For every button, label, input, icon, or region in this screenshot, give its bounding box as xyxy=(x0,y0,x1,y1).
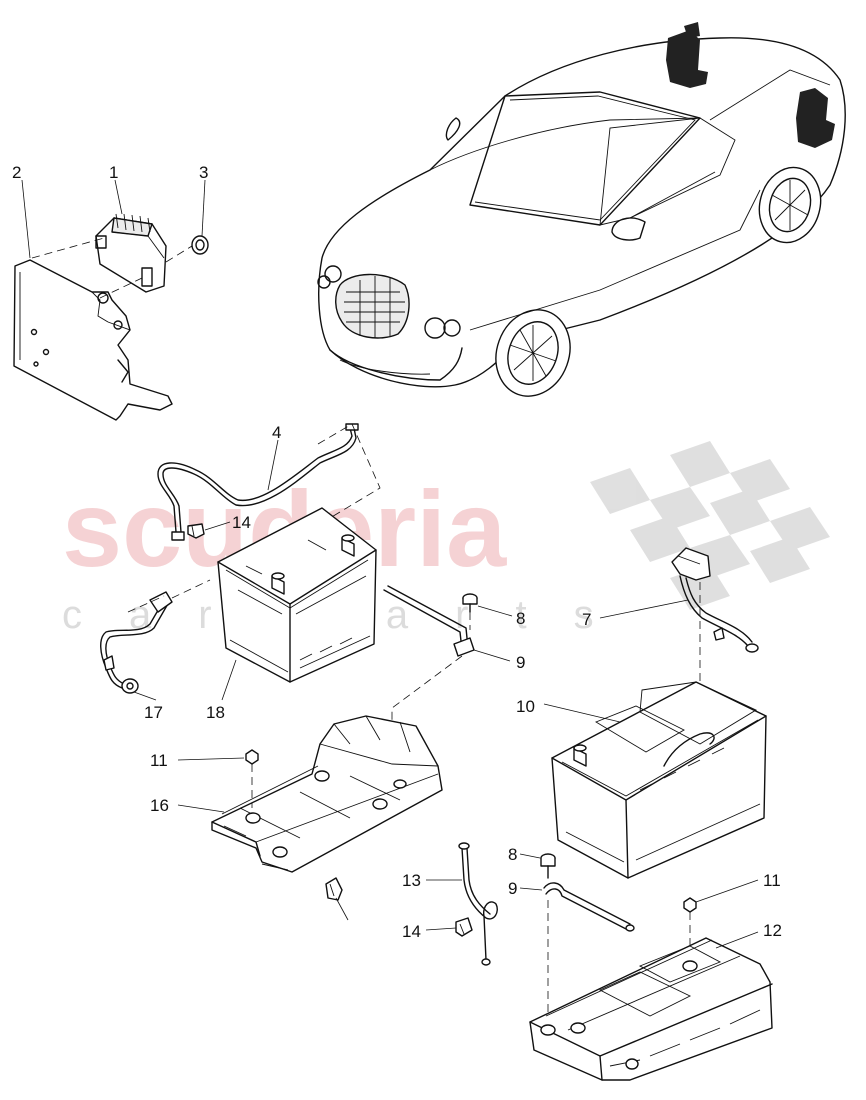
callout-2: 2 xyxy=(12,163,21,182)
callout-16: 17 xyxy=(144,703,163,722)
callout-1: 1 xyxy=(109,163,118,182)
callout-8-bottom: 8 xyxy=(508,845,517,864)
clip-part-14-bottom xyxy=(455,917,473,937)
cable-part-13 xyxy=(458,842,498,966)
cable-part-4 xyxy=(157,423,359,541)
battery-tray-part-15 xyxy=(211,715,443,873)
callout-8-top: 8 xyxy=(516,609,525,628)
callout-15: 16 xyxy=(150,796,169,815)
callout-14-top: 14 xyxy=(232,513,251,532)
control-unit-part-1 xyxy=(95,213,167,293)
callout-4: 4 xyxy=(272,423,281,442)
clip-part-18 xyxy=(325,877,343,901)
bolt-part-8-bottom xyxy=(540,853,556,879)
battery-part-17 xyxy=(217,507,377,683)
callout-12: 12 xyxy=(763,921,782,940)
hold-down-part-9-bottom xyxy=(543,882,635,932)
leader-lines xyxy=(21,179,759,949)
callout-3: 3 xyxy=(199,163,208,182)
callout-11-top: 11 xyxy=(150,751,168,770)
battery-location-rear xyxy=(796,88,835,148)
car-grille xyxy=(335,273,410,339)
nut-part-11-bottom xyxy=(683,897,697,913)
car-illustration xyxy=(317,22,846,397)
hold-down-part-9-top xyxy=(383,585,475,657)
ground-cable-part-16 xyxy=(100,591,173,694)
callout-17: 18 xyxy=(206,703,225,722)
rear-wheel xyxy=(758,166,822,244)
callouts: 2 1 3 4 14 8 7 9 10 17 18 11 16 8 13 9 1… xyxy=(12,163,782,941)
callout-9-top: 9 xyxy=(516,653,525,672)
clip-part-14-top xyxy=(187,523,205,539)
cable-part-7 xyxy=(671,547,759,653)
callout-9-bottom: 9 xyxy=(508,879,517,898)
callout-11-bottom: 11 xyxy=(763,871,781,890)
battery-location-trunk xyxy=(666,22,708,88)
grommet-part-3 xyxy=(191,235,209,255)
checkered-flag-logo xyxy=(590,441,830,610)
nut-part-11-top xyxy=(245,749,259,765)
callout-7: 7 xyxy=(582,610,591,629)
battery-part-10 xyxy=(551,681,767,879)
bolt-part-8-top xyxy=(462,593,478,613)
front-wheel xyxy=(495,309,571,397)
battery-tray-part-12 xyxy=(529,937,773,1081)
callout-10: 10 xyxy=(516,697,535,716)
callout-14-bottom: 14 xyxy=(402,922,421,941)
callout-13: 13 xyxy=(402,871,421,890)
bracket-part-2 xyxy=(13,259,173,421)
